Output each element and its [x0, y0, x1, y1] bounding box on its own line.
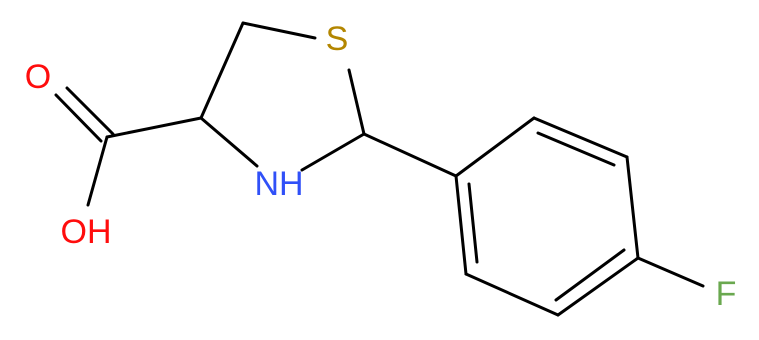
bond-c2-phenyl [362, 132, 458, 178]
bond-ar-2-inner [536, 131, 616, 167]
bond-ar-4 [556, 256, 640, 317]
bond-ar-6 [454, 174, 468, 276]
atom-labels: O OH S NH F [25, 20, 737, 313]
atom-label-o-carbonyl: O [25, 58, 51, 96]
bond-ar-6-inner [467, 182, 479, 264]
atom-label-s: S [326, 20, 349, 58]
bond-c-oh [86, 135, 109, 207]
atom-label-nh: NH [254, 165, 303, 203]
bond-ar-1 [454, 116, 536, 178]
bonds [54, 21, 705, 317]
bond-c-o-double-b [65, 86, 115, 136]
atom-label-f: F [716, 275, 737, 313]
bond-ar-5 [464, 272, 560, 317]
bond-ar-2 [532, 116, 629, 159]
bond-c4-c5 [199, 21, 245, 120]
bond-s-c2 [347, 68, 366, 136]
bond-n-c4 [199, 116, 259, 168]
bond-ar-3 [625, 155, 640, 260]
bond-ar-4-inner [554, 248, 626, 302]
bond-c2-n [300, 132, 366, 172]
atom-label-oh: OH [61, 213, 112, 251]
bond-carboxyl-ring [105, 116, 203, 139]
bond-c5-s [241, 21, 317, 40]
bond-c-o-double-a [54, 93, 103, 143]
bond-c-f [636, 256, 705, 288]
